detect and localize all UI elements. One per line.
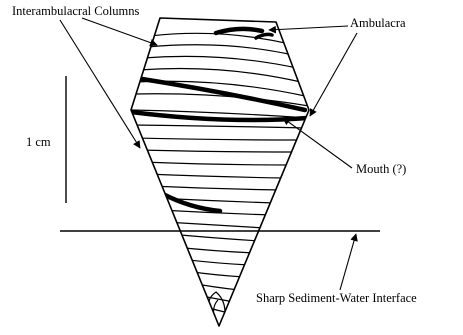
ambulacra-arrow [269,26,348,30]
interface-arrow [340,234,356,290]
fossil-outline [131,18,309,326]
sediment-water-interface-label: Sharp Sediment-Water Interface [256,291,417,305]
interambulacral-arrow [82,18,157,45]
scale-label: 1 cm [26,135,51,149]
ambulacra-bands [131,29,307,211]
interambulacral-plate-lines [131,33,309,322]
ambulacra-arrow [310,33,357,116]
mouth-arrow [283,118,352,168]
interambulacral-arrow [60,20,140,148]
ambulacra-label: Ambulacra [350,16,406,30]
interambulacral-columns-label: Interambulacral Columns [12,4,140,18]
mouth-label: Mouth (?) [356,162,406,176]
fossil-body [131,18,309,326]
